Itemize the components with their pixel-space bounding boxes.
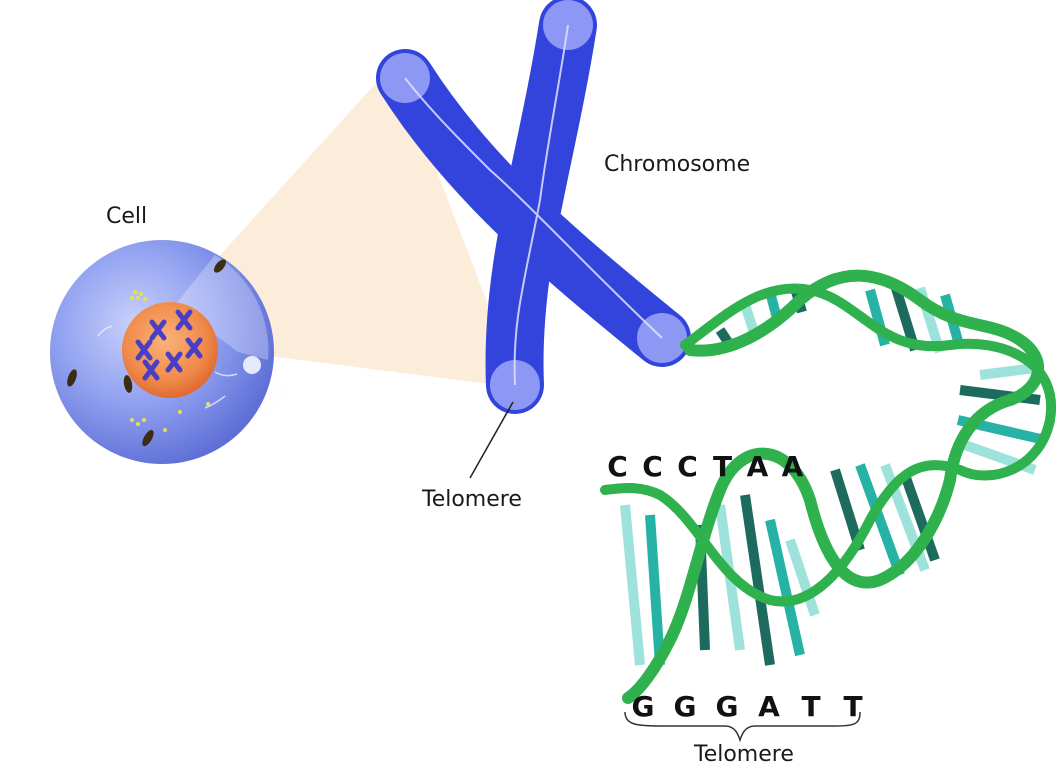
- chromosome-icon: [376, 0, 691, 414]
- bottom-base: A: [758, 690, 780, 723]
- bottom-base: G: [631, 690, 655, 723]
- dna-helix-icon: [600, 269, 1057, 704]
- telomere-brace: [624, 711, 861, 743]
- bottom-base: T: [843, 690, 863, 723]
- top-base: C: [642, 450, 663, 483]
- top-base: A: [746, 450, 769, 483]
- bottom-base: G: [673, 690, 697, 723]
- top-base: C: [607, 450, 628, 483]
- bottom-base: G: [715, 690, 739, 723]
- top-base: A: [781, 450, 804, 483]
- top-base: T: [712, 450, 733, 483]
- cell-icon: [38, 240, 298, 464]
- cell-label: Cell: [106, 204, 148, 229]
- telomere-pointer-line: [469, 401, 514, 479]
- chromosome-label: Chromosome: [604, 152, 751, 177]
- top-base: C: [677, 450, 698, 483]
- telomere-dna-label: Telomere: [694, 742, 794, 767]
- bottom-base: T: [801, 690, 821, 723]
- telomere-chromosome-label: Telomere: [422, 487, 522, 512]
